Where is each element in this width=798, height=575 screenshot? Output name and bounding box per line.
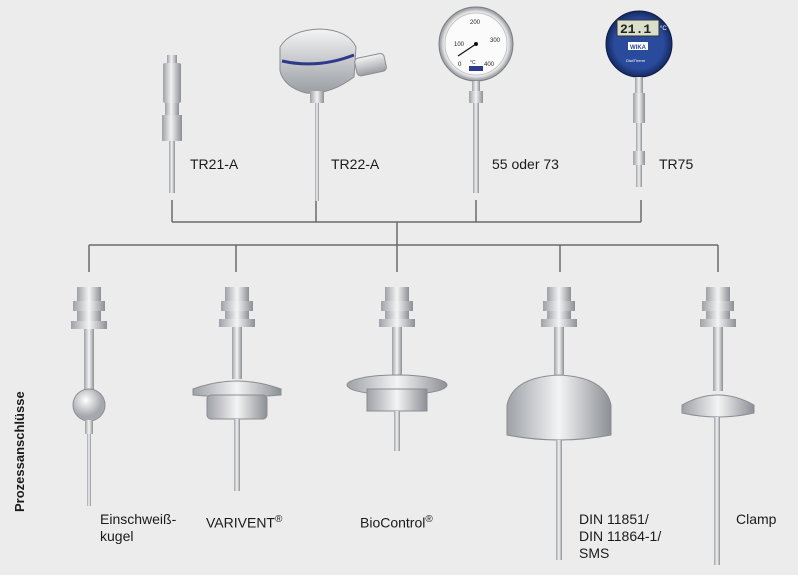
top-label-55-73: 55 oder 73 bbox=[492, 156, 559, 172]
gauge-brand-mark bbox=[469, 66, 483, 71]
bimetal-gauge: 100 200 300 400 0 °C bbox=[438, 6, 514, 193]
conn-label-clamp: Clamp bbox=[736, 511, 777, 527]
din-11851-device bbox=[506, 287, 612, 560]
einschweisskugel-device bbox=[71, 287, 107, 506]
varivent-device bbox=[192, 287, 282, 491]
gauge-tick-4: 0 bbox=[458, 62, 462, 68]
digital-reading: 21.1 bbox=[620, 22, 651, 37]
tr75-digital-device: 21.1 °C WIKA DiwiTherm bbox=[605, 10, 673, 187]
gauge-unit: °C bbox=[470, 60, 476, 66]
top-label-tr75: TR75 bbox=[659, 156, 694, 172]
gauge-tick-3: 400 bbox=[484, 62, 495, 68]
conn-label-varivent: VARIVENT® bbox=[206, 514, 283, 531]
conn-label-biocontrol: BioControl® bbox=[360, 514, 433, 531]
side-label: Prozessanschlüsse bbox=[12, 391, 27, 512]
conn-label-einschweisskugel: Einschweiß- kugel bbox=[100, 511, 177, 544]
top-label-tr22a: TR22-A bbox=[331, 156, 380, 172]
gauge-needle bbox=[457, 43, 477, 57]
digital-sub: DiwiTherm bbox=[626, 58, 646, 63]
digital-brand: WIKA bbox=[630, 45, 647, 51]
gauge-tick-2: 300 bbox=[490, 38, 501, 44]
clamp-device bbox=[681, 287, 755, 565]
conn-label-din: DIN 11851/ DIN 11864-1/ SMS bbox=[579, 511, 662, 561]
top-label-tr21a: TR21-A bbox=[190, 156, 239, 172]
gauge-tick-1: 200 bbox=[470, 20, 481, 26]
biocontrol-device bbox=[346, 287, 448, 451]
gauge-tick-0: 100 bbox=[454, 42, 465, 48]
tr22-a-device bbox=[279, 28, 387, 201]
digital-unit: °C bbox=[660, 26, 667, 32]
tr21-a-device bbox=[162, 55, 182, 193]
